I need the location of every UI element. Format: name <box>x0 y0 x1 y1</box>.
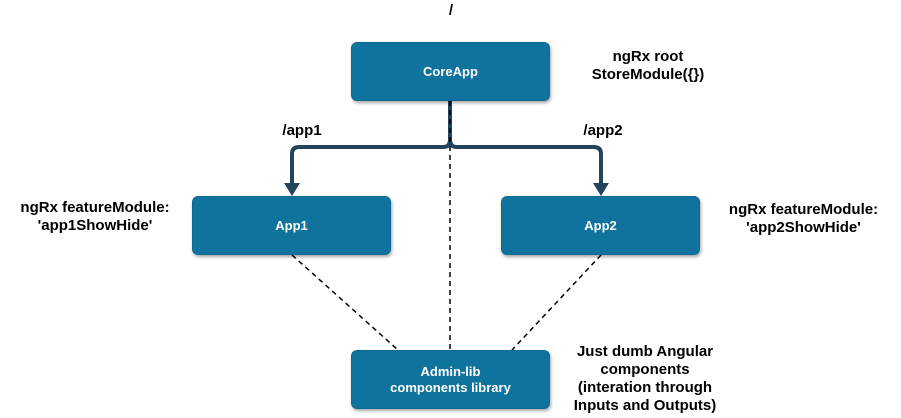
adminlib-note-line-2: components <box>600 361 690 378</box>
app2-node-label: App2 <box>584 217 617 233</box>
app2-node: App2 <box>501 196 700 255</box>
coreapp-node: CoreApp <box>351 42 550 101</box>
coreapp-store-line-1: ngRx root <box>612 48 684 65</box>
adminlib-node-label-line-1: Admin-lib <box>420 363 481 379</box>
app2-store-line-1: ngRx featureModule: <box>728 201 879 218</box>
adminlib-note-annotation: Just dumb Angular components (interation… <box>560 343 730 415</box>
app1-store-line-2: 'app1ShowHide' <box>37 217 153 234</box>
app1-store-annotation: ngRx featureModule: 'app1ShowHide' <box>0 199 190 235</box>
app2-route-label: /app2 <box>583 122 623 139</box>
app2-store-line-2: 'app2ShowHide' <box>746 219 861 236</box>
app1-node-label: App1 <box>275 217 308 233</box>
arrowhead-app2 <box>593 183 609 196</box>
edge-coreapp-to-app1 <box>290 101 452 186</box>
coreapp-store-line-2: StoreModule({}) <box>591 66 705 83</box>
coreapp-store-annotation: ngRx root StoreModule({}) <box>568 48 728 84</box>
adminlib-note-line-3: (interation through <box>577 379 713 396</box>
app1-node: App1 <box>192 196 391 255</box>
adminlib-node: Admin-lib components library <box>351 350 550 409</box>
edge-app1-to-adminlib <box>291 254 399 351</box>
app1-route-label: /app1 <box>282 122 322 139</box>
edge-coreapp-to-app2 <box>448 101 603 186</box>
coreapp-node-label: CoreApp <box>423 63 478 79</box>
arrowhead-app1 <box>284 183 300 196</box>
edge-app2-to-adminlib <box>511 254 602 351</box>
root-route-label: / <box>448 2 454 19</box>
adminlib-note-line-4: Inputs and Outputs) <box>573 397 717 414</box>
app2-store-annotation: ngRx featureModule: 'app2ShowHide' <box>706 201 901 237</box>
adminlib-note-line-1: Just dumb Angular <box>576 343 714 360</box>
app1-store-line-1: ngRx featureModule: <box>20 199 170 216</box>
adminlib-node-label-line-2: components library <box>390 379 511 395</box>
